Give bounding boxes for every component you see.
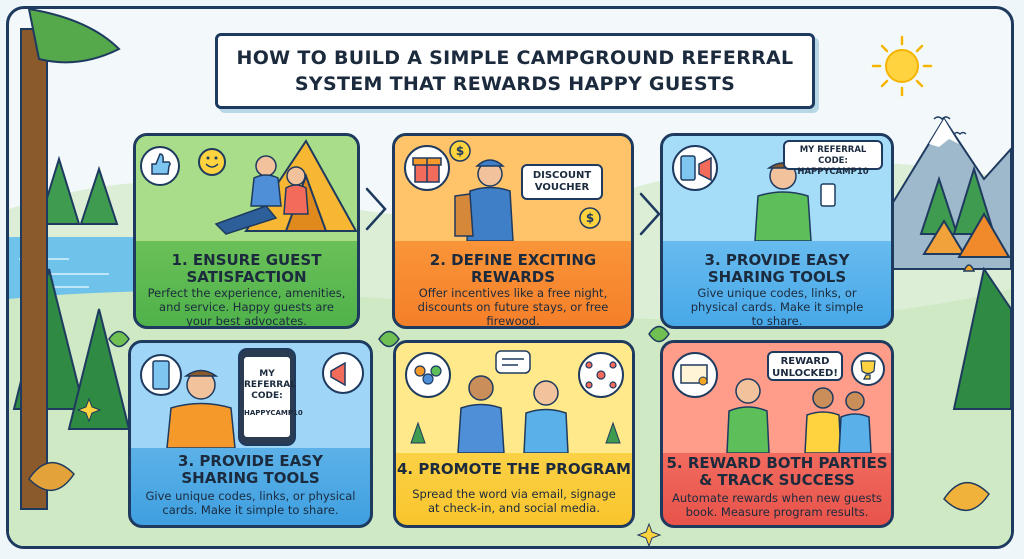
tree-icon <box>410 421 621 444</box>
page-title-line-2: SYSTEM THAT REWARDS HAPPY GUESTS <box>294 73 736 95</box>
svg-text:$: $ <box>456 144 464 158</box>
promote-illustration <box>396 343 632 453</box>
camping-couple-illustration <box>136 136 357 241</box>
gift-icon <box>412 157 442 183</box>
coin-icon <box>579 207 601 229</box>
card-provide-easy-sharing-tools: MY REFERRAL CODE:HAPPYCAMP10 3. PROVIDE … <box>660 133 894 329</box>
smile-icon <box>198 148 226 176</box>
person-icon <box>166 369 236 448</box>
svg-text:$: $ <box>586 211 594 225</box>
phone-icon <box>680 155 696 181</box>
phone-icon <box>152 360 170 390</box>
megaphone-icon <box>698 156 712 182</box>
person-icon <box>454 159 514 241</box>
thumbs-up-icon <box>151 153 171 175</box>
person-icon <box>214 155 309 235</box>
chat-icon <box>495 350 531 374</box>
card-title: 4. PROMOTE THE PROGRAM <box>397 460 631 478</box>
card-title: 5. REWARD BOTH PARTIES& TRACK SUCCESS <box>666 454 888 489</box>
coin-icon <box>449 140 471 162</box>
sun-icon <box>871 35 933 97</box>
megaphone-icon <box>330 361 346 387</box>
title-banner: HOW TO BUILD A SIMPLE CAMPGROUND REFERRA… <box>215 33 815 109</box>
trophy-icon <box>860 360 876 380</box>
phone-share-illustration <box>131 343 370 448</box>
card-promote-the-program: 4. PROMOTE THE PROGRAM Spread the word v… <box>393 340 635 528</box>
network-icon <box>585 361 617 389</box>
phone-icon <box>820 183 836 207</box>
card-description: Offer incentives like a free night,disco… <box>417 286 609 328</box>
page-title-line-1: HOW TO BUILD A SIMPLE CAMPGROUND REFERRA… <box>236 47 794 69</box>
card-description: Perfect the experience, amenities,and se… <box>147 286 346 328</box>
group-icon <box>414 365 442 385</box>
person-icon <box>726 378 872 453</box>
referral-code-bubble: MY REFERRAL CODE:HAPPYCAMP10 <box>783 140 883 177</box>
